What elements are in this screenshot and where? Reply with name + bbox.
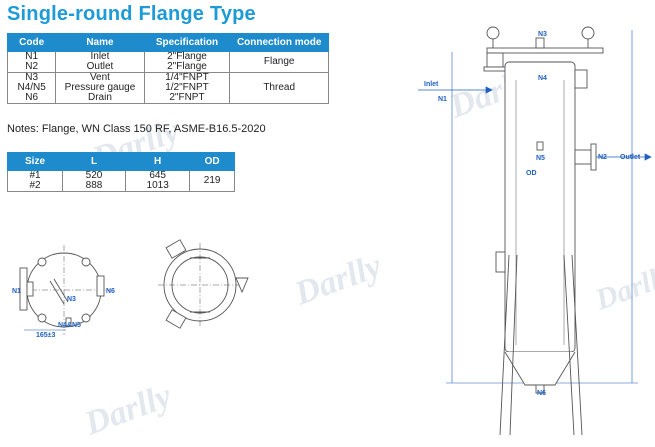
table-row: N1 Inlet 2"Flange Flange: [6, 51, 329, 73]
cell-mode: Flange: [229, 51, 329, 73]
cell-code: N2: [6, 62, 57, 73]
watermark: Darlly: [289, 247, 387, 313]
cell-od: 219: [189, 170, 235, 192]
cell-code: N3: [6, 72, 57, 83]
cell-spec: 2"Flange: [143, 62, 231, 73]
header-code: Code: [6, 33, 57, 52]
notes: Notes: Flange, WN Class 150 RF, ASME-B16…: [7, 123, 266, 135]
watermark: Darlly: [590, 259, 655, 317]
side-view: [446, 26, 638, 436]
size-table: Size L H OD #1 520 645 219 #2 888 1013: [6, 152, 235, 192]
label-n3-side: N3: [538, 31, 547, 38]
cell-spec: 2"Flange: [143, 51, 231, 62]
size-table-header: Size L H OD: [6, 152, 235, 171]
cell-name: Inlet: [55, 51, 145, 62]
header-name: Name: [55, 33, 145, 52]
top-view-middle: [158, 239, 249, 329]
label-n4n5-top: N4&N5: [58, 322, 81, 329]
label-n5-side: N5: [536, 155, 545, 162]
cell-spec: 2"FNPT: [143, 93, 231, 104]
cell-name: Vent: [55, 72, 145, 83]
label-n4-side: N4: [538, 75, 547, 82]
cell-code: N4/N5: [6, 83, 57, 93]
header-size: Size: [6, 152, 64, 171]
connection-table-header: Code Name Specification Connection mode: [6, 33, 329, 52]
table-row: N6 Drain 2"FNPT: [6, 93, 329, 104]
label-n1-top: N1: [12, 288, 21, 295]
label-n3-top: N3: [67, 296, 76, 303]
cell-code: N1: [6, 51, 57, 62]
cell-l: 888: [62, 181, 127, 192]
cell-spec: 1/4"FNPT: [143, 72, 231, 83]
header-h: H: [125, 152, 191, 171]
cell-size: #1: [6, 170, 64, 181]
cell-name: Outlet: [55, 62, 145, 73]
cell-code: N6: [6, 93, 57, 104]
label-od: OD: [526, 170, 537, 177]
table-row: #2 888 1013: [6, 181, 235, 192]
label-n6-top: N6: [106, 288, 115, 295]
top-view-left: [19, 245, 110, 335]
header-od: OD: [189, 152, 235, 171]
watermark: Darlly: [79, 377, 177, 443]
cell-size: #2: [6, 181, 64, 192]
label-n2-side: N2: [598, 154, 607, 161]
cell-h: 1013: [125, 181, 191, 192]
header-connection-mode: Connection mode: [229, 33, 329, 52]
table-row: N2 Outlet 2"Flange: [6, 62, 329, 73]
label-dimension: 165±3: [36, 332, 56, 339]
page-title: Single-round Flange Type: [7, 3, 256, 25]
label-n6-side: N6: [537, 390, 546, 397]
table-row: #1 520 645 219: [6, 170, 235, 192]
cell-name: Pressure gauge: [55, 83, 145, 93]
cell-spec: 1/2"FNPT: [143, 83, 231, 93]
label-n1-side: N1: [438, 96, 447, 103]
cell-h: 645: [125, 170, 191, 181]
header-specification: Specification: [143, 33, 231, 52]
label-inlet: Inlet: [424, 81, 439, 88]
cell-name: Drain: [55, 93, 145, 104]
label-outlet: Outlet: [620, 154, 641, 161]
table-row: N4/N5 Pressure gauge 1/2"FNPT: [6, 83, 329, 93]
table-row: N3 Vent 1/4"FNPT Thread: [6, 72, 329, 104]
cell-mode: Thread: [229, 72, 329, 104]
header-l: L: [62, 152, 127, 171]
connection-table: Code Name Specification Connection mode …: [6, 33, 329, 104]
flow-arrows: [418, 86, 652, 161]
